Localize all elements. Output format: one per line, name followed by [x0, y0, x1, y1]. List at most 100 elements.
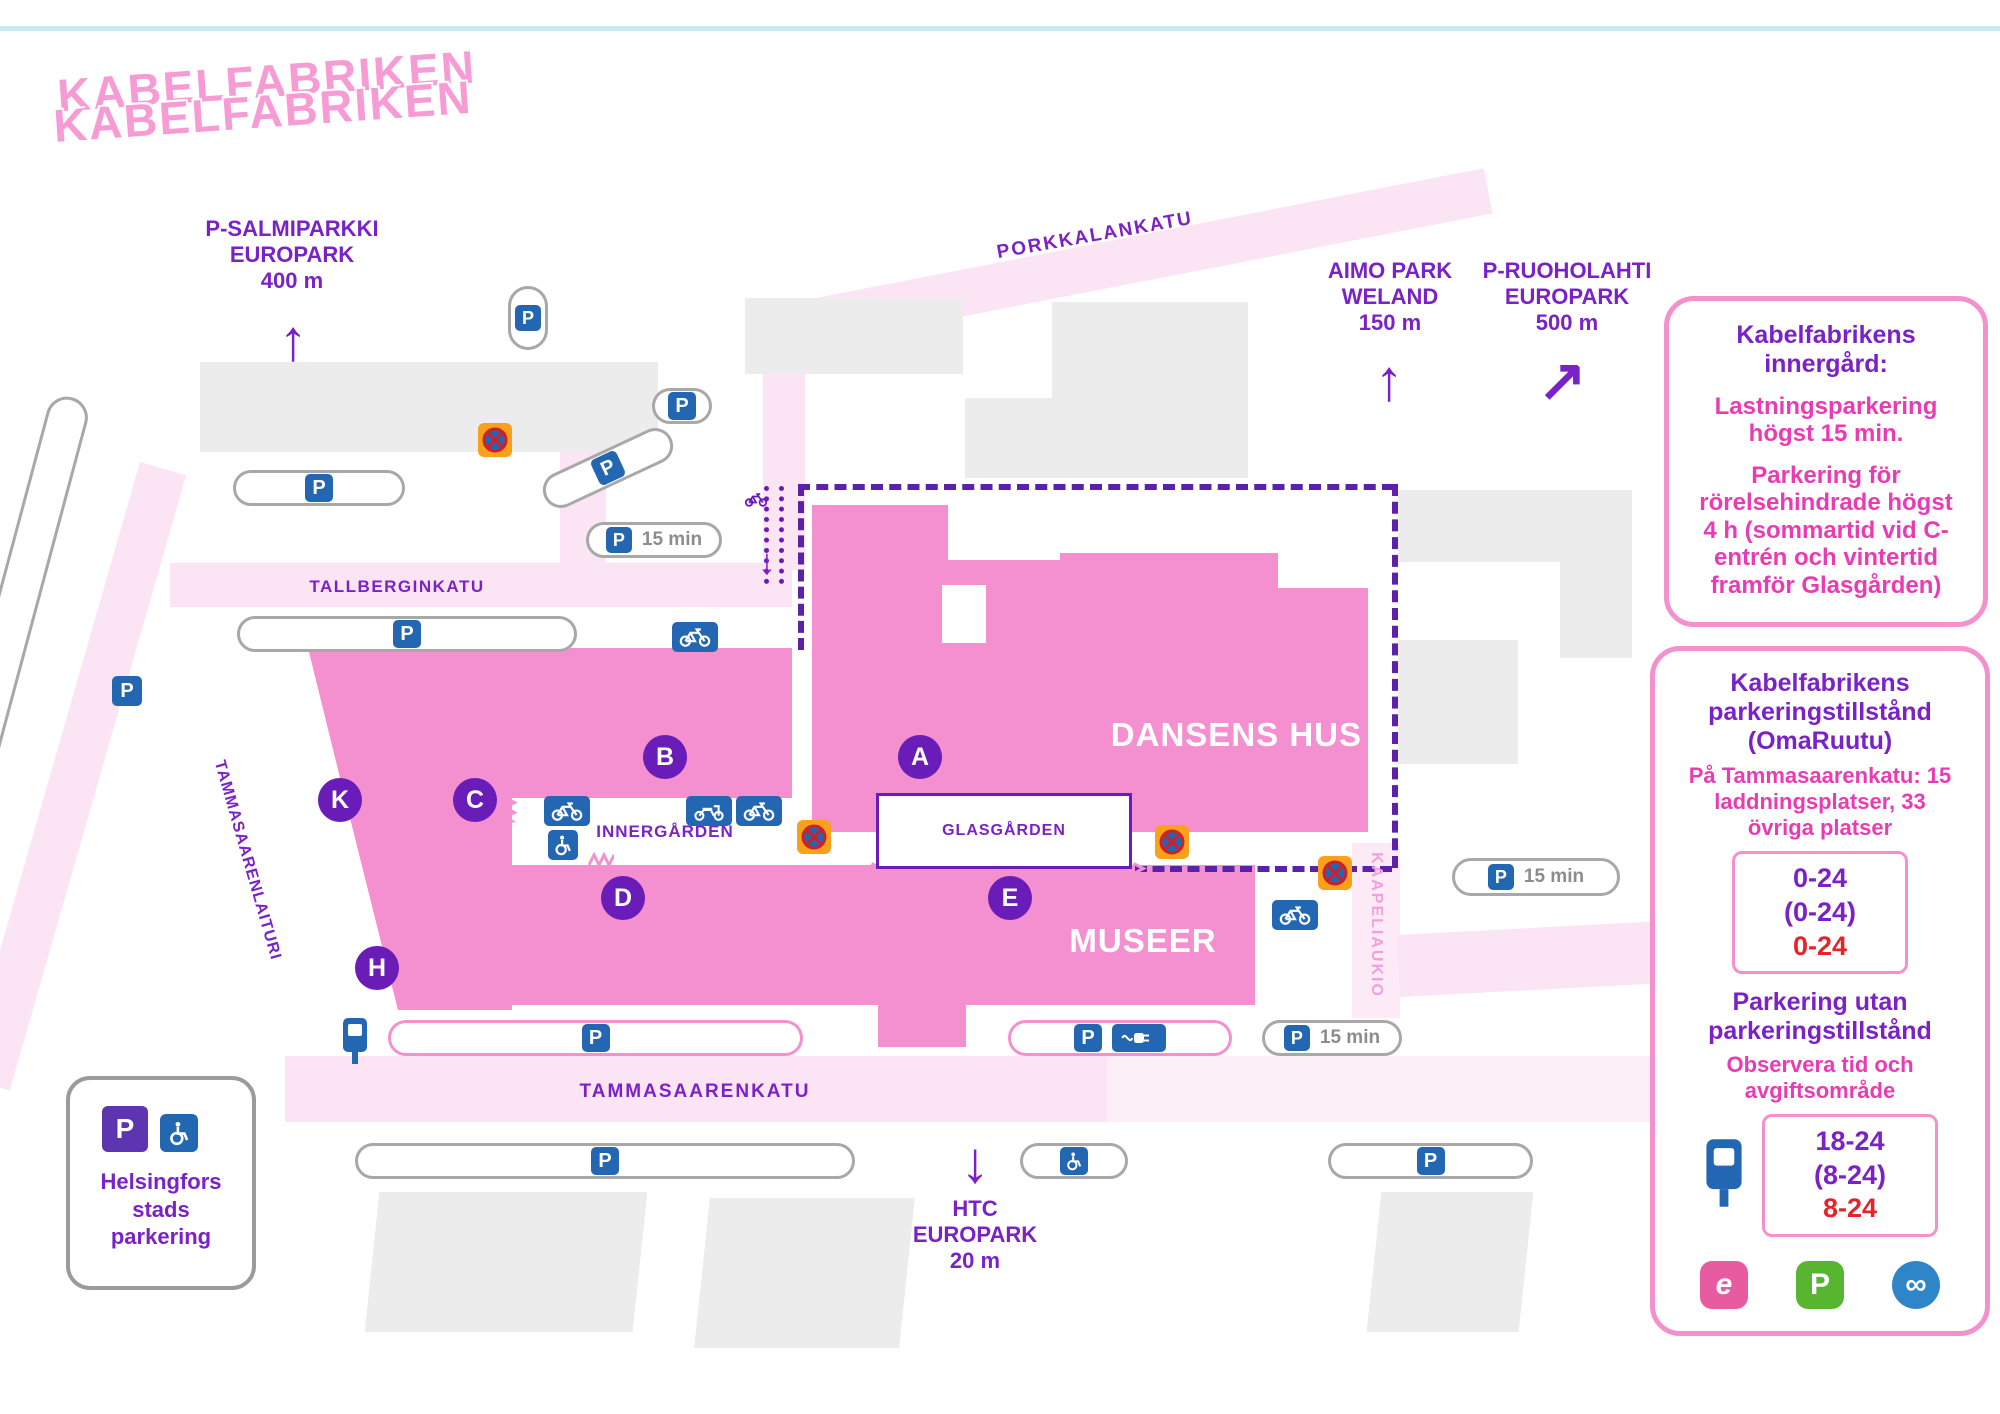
courtyard-boundary-bottom	[1135, 866, 1392, 872]
parking-pill-15min-top: P 15 min	[586, 522, 722, 558]
parking-sign: P	[591, 1147, 619, 1175]
top-divider	[0, 26, 2000, 31]
courtyard-boundary-left	[798, 484, 804, 650]
building-museer-tab	[878, 1005, 966, 1047]
public-time-1: 18-24	[1815, 1125, 1885, 1156]
no-permit-note: Observera tid och avgiftsområde	[1726, 1051, 1914, 1103]
parking-sign: P	[305, 474, 333, 502]
entrance-marker-b: B	[643, 735, 687, 779]
entrance-marker-k: K	[318, 778, 362, 822]
entrance-marker-a: A	[898, 735, 942, 779]
stairs-icon	[499, 796, 518, 824]
glasgarden-label: GLASGÅRDEN	[942, 822, 1066, 839]
moped-parking-icon	[686, 796, 732, 826]
parking-pill-ev-charging: P	[1008, 1020, 1232, 1056]
street-kaapeliaukio	[1352, 843, 1400, 1018]
bike-crossing-line-1	[764, 486, 769, 584]
city-parking-sign: P	[102, 1106, 148, 1152]
htc-arrow-down-icon: ↓	[960, 1130, 990, 1195]
kabelfabriken-logo: KABELFABRIKEN KABELFABRIKEN	[52, 40, 480, 151]
building-gray-7	[1398, 640, 1518, 764]
permit-time-3: 0-24	[1792, 930, 1848, 961]
bike-crossing-line-2	[779, 486, 784, 584]
building-gray-1	[200, 362, 658, 452]
ticket-machine-icon	[1702, 1136, 1746, 1215]
parking-app-icon-3: ∞	[1892, 1261, 1940, 1310]
parking-sign: P	[605, 527, 632, 553]
innergard-info-box: Kabelfabrikens innergård: Lastningsparke…	[1664, 296, 1988, 627]
entrance-marker-d: D	[601, 876, 645, 920]
entrance-marker-c: C	[453, 778, 497, 822]
parking-pill-15min-east: P 15 min	[1452, 858, 1620, 896]
parking-pill-15min-bottom: P 15 min	[1262, 1020, 1402, 1056]
courtyard-boundary-top	[798, 484, 1394, 490]
city-parking-legend: P Helsingfors stads parkering	[66, 1076, 256, 1290]
15min-label: 15 min	[1319, 1027, 1381, 1048]
parking-sign: P	[668, 392, 696, 420]
building-gray-9	[694, 1198, 915, 1348]
stairs-icon	[387, 950, 419, 978]
parking-sign: P	[581, 1024, 610, 1052]
ruoholahti-arrow-upright-icon: ↗	[1538, 348, 1587, 413]
museer-label: MUSEER	[1069, 922, 1217, 959]
kaapeliaukio-label: KAAPELIAUKIO	[1368, 852, 1385, 998]
no-parking-zone-icon	[1318, 856, 1352, 895]
tammasaarenlaituri-label: TAMMASAARENLAITURI	[210, 758, 285, 963]
disabled-parking-icon	[160, 1114, 198, 1152]
parking-pill-vertical-top: P	[508, 286, 548, 350]
innergarden-label: INNERGÅRDEN	[596, 822, 734, 841]
parkman-glyph: P	[1809, 1268, 1830, 1302]
direction-htc: HTC EUROPARK 20 m	[912, 1196, 1038, 1273]
building-gray-6	[1560, 562, 1632, 658]
innergard-info-p1: Lastningsparkering högst 15 min.	[1714, 392, 1938, 448]
parking-sign: P	[112, 676, 142, 706]
building-kabelfabriken-north	[308, 648, 792, 798]
direction-salmiparkki: P-SALMIPARKKI EUROPARK 400 m	[205, 216, 379, 293]
aimo-arrow-up-icon: ↑	[1374, 348, 1404, 413]
parking-sign: P	[1283, 1025, 1310, 1051]
15min-label: 15 min	[641, 529, 703, 550]
bicycle-parking-icon	[672, 622, 718, 652]
permit-times-box: 0-24 (0-24) 0-24	[1732, 851, 1908, 975]
15min-label: 15 min	[1523, 866, 1585, 887]
street-tammasaarenkatu-east	[1107, 1056, 1667, 1122]
bicycle-parking-icon	[544, 796, 590, 826]
street-east-branch	[1396, 921, 1668, 997]
parkman-app-icon: P	[1796, 1261, 1844, 1310]
parking-pill-south-east: P	[1328, 1143, 1533, 1179]
public-times-box: 18-24 (8-24) 8-24	[1762, 1113, 1938, 1238]
ev-charging-icon	[1112, 1024, 1166, 1052]
building-gray-10	[1366, 1192, 1534, 1332]
easypark-glyph: e	[1715, 1268, 1733, 1302]
permit-time-1: 0-24	[1792, 863, 1848, 894]
parking-sign: P	[589, 449, 627, 487]
street-tallberginkatu	[170, 563, 792, 607]
glasgarden-courtyard: GLASGÅRDEN	[876, 793, 1132, 869]
public-time-2: (8-24)	[1813, 1159, 1887, 1190]
courtyard-boundary-right	[1392, 484, 1398, 868]
entrance-marker-e: E	[988, 876, 1032, 920]
parking-sign: P	[1487, 864, 1514, 890]
bicycle-parking-icon	[736, 796, 782, 826]
dansens-hus-label: DANSENS HUS	[1110, 716, 1362, 753]
no-parking-zone-icon	[1155, 825, 1189, 864]
stairs-icon	[1128, 862, 1147, 890]
no-permit-title: Parkering utan parkeringstillstånd	[1708, 988, 1932, 1046]
city-parking-label: Helsingfors stads parkering	[100, 1169, 222, 1249]
permit-time-2: (0-24)	[1783, 896, 1857, 927]
innergard-info-p2: Parkering för rörelsehindrade högst 4 h …	[1699, 461, 1953, 600]
parking-sign: P	[515, 305, 541, 331]
parking-apps-row: e P ∞	[1665, 1261, 1975, 1310]
direction-aimo-park: AIMO PARK WELAND 150 m	[1327, 258, 1453, 335]
public-times-row: 18-24 (8-24) 8-24	[1665, 1113, 1975, 1238]
disabled-parking-icon	[548, 830, 578, 860]
building-dansens-hus	[812, 505, 1368, 832]
tammasaarenkatu-label: TAMMASAARENKATU	[579, 1081, 811, 1102]
app3-glyph: ∞	[1905, 1268, 1927, 1302]
building-gray-3	[1052, 302, 1248, 478]
building-gray-5	[1398, 490, 1632, 562]
direction-ruoholahti: P-RUOHOLAHTI EUROPARK 500 m	[1482, 258, 1652, 335]
building-gray-2	[745, 298, 963, 374]
crossing-arrow-down-icon: ↓	[758, 541, 776, 582]
